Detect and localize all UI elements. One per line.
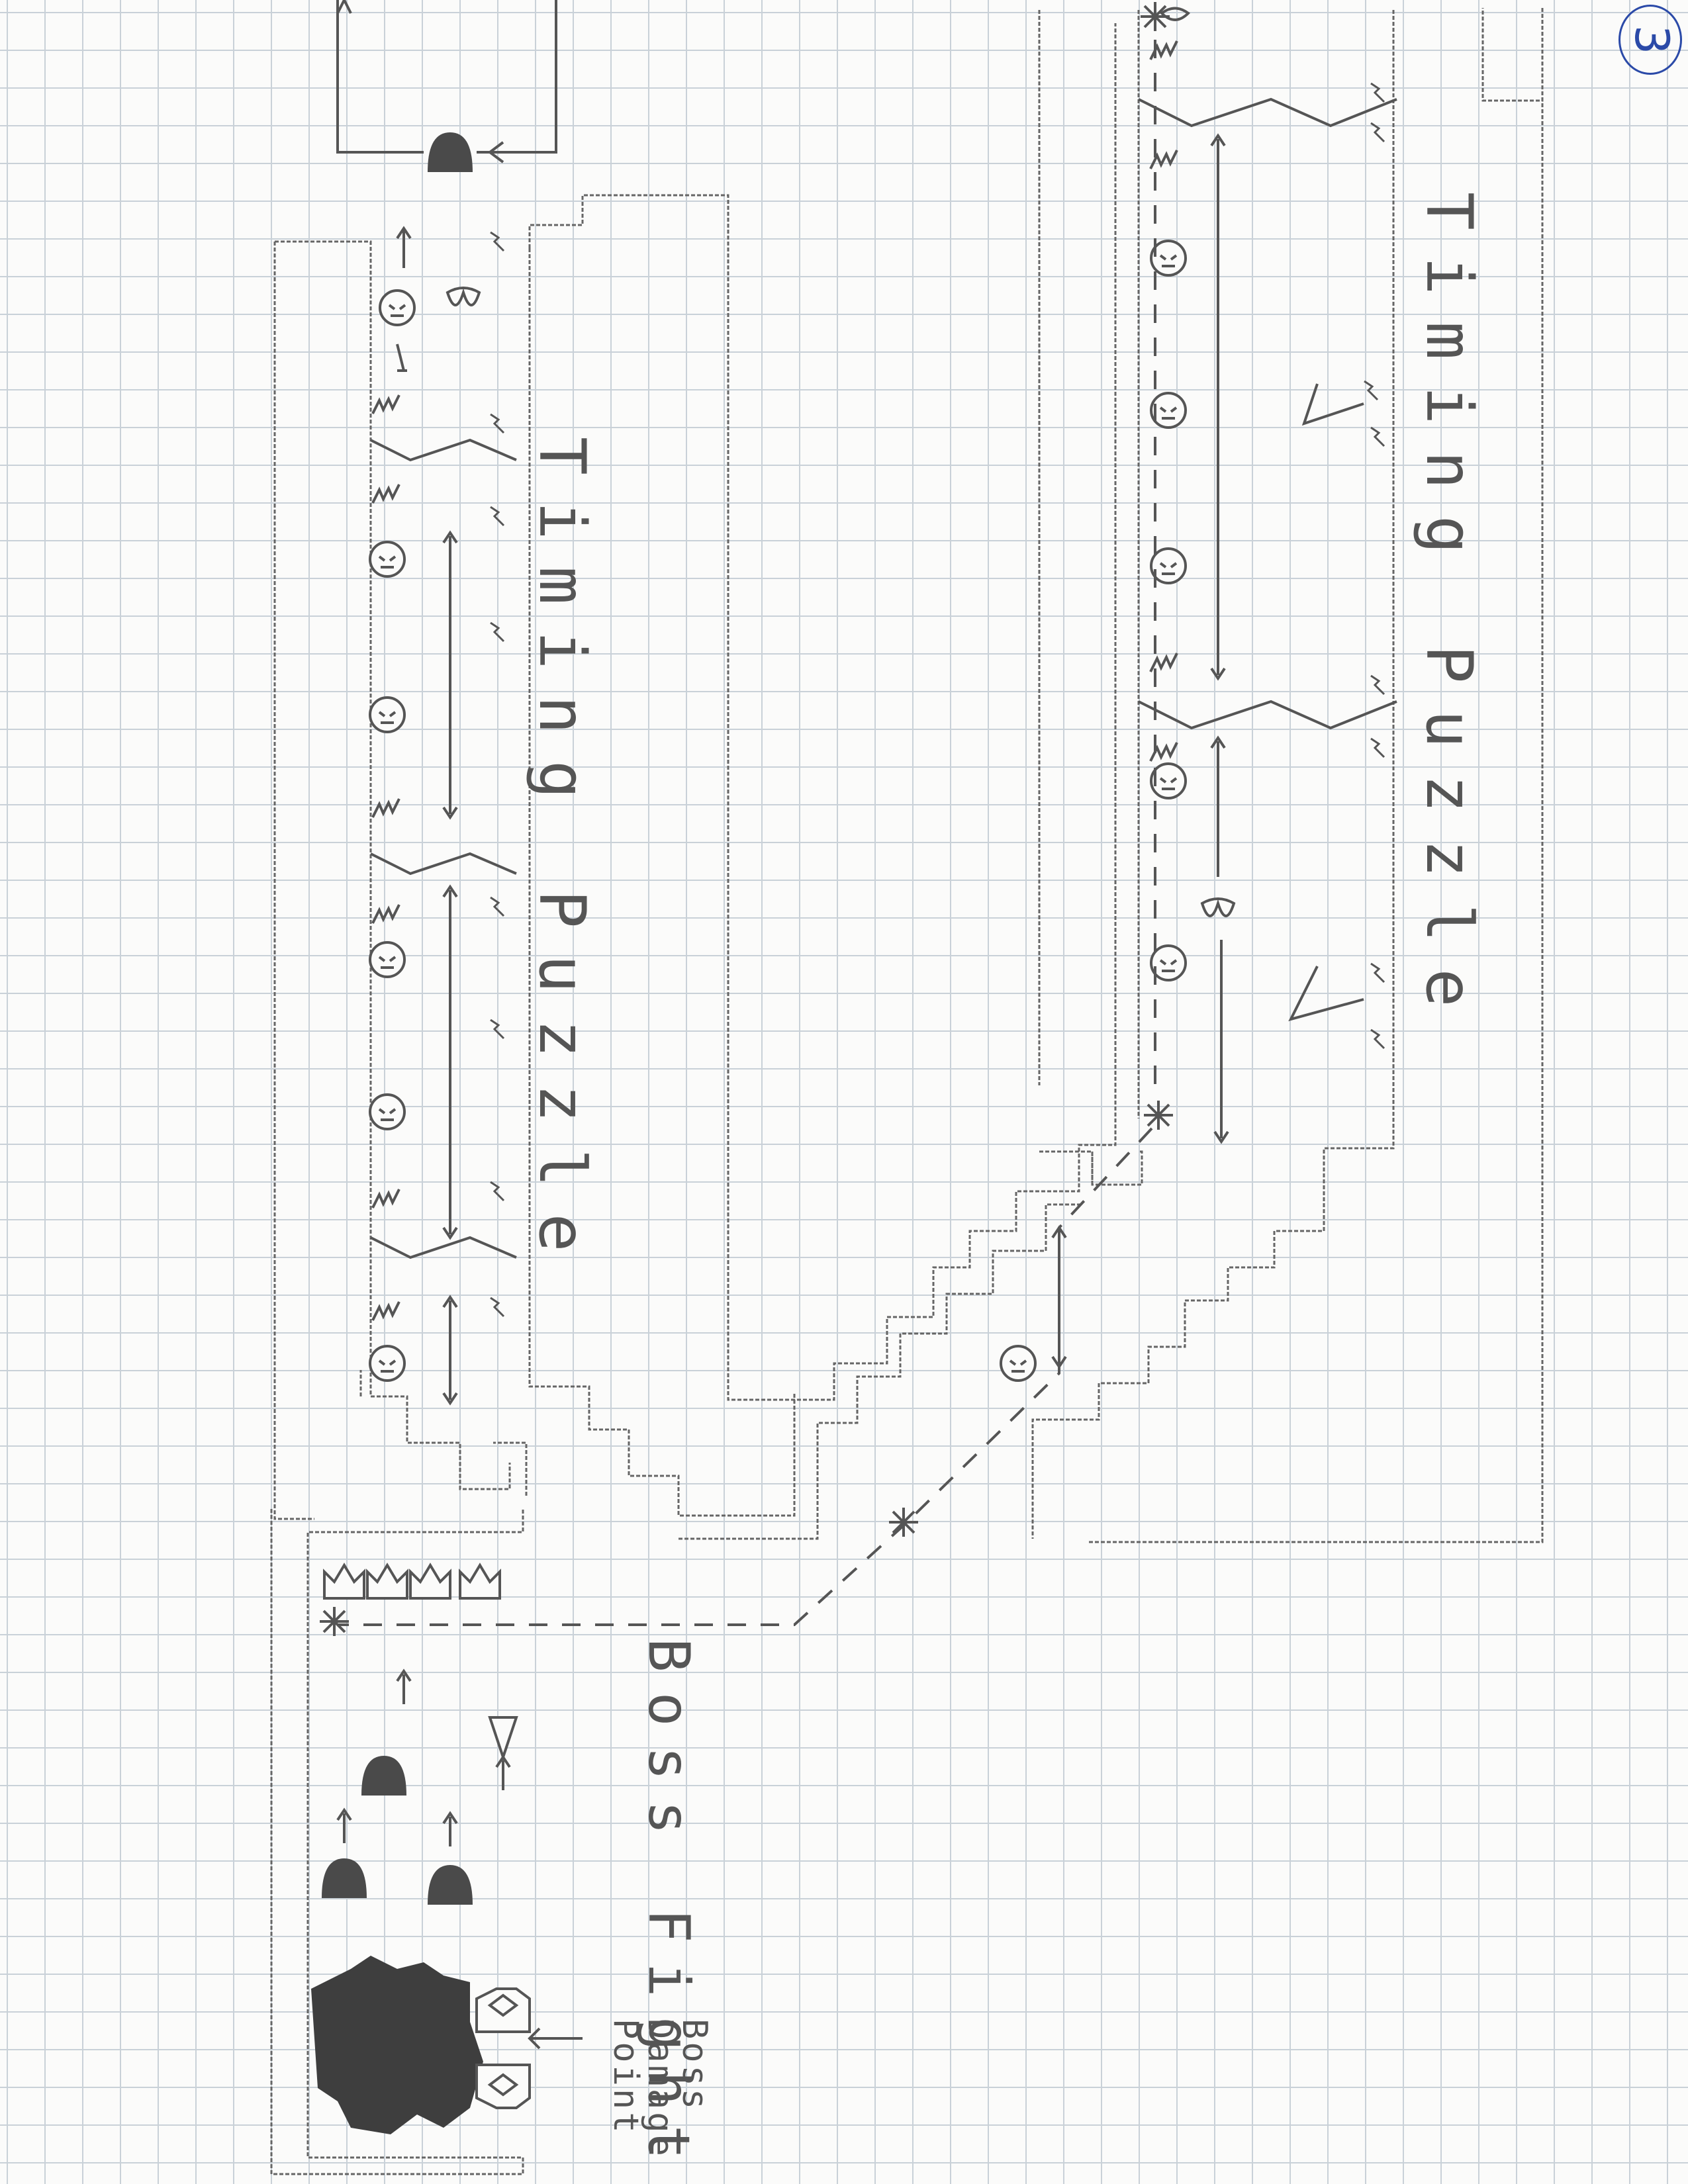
- rising-flame-icon: [322, 1858, 367, 1898]
- page-number: 3: [1618, 5, 1682, 75]
- checkpoint-star-icon: [889, 1508, 918, 1537]
- timing-puzzle-label: Timing Puzzle: [525, 437, 599, 1278]
- spike-trap-icon: [460, 1565, 500, 1598]
- boss-damage-point-label: Boss Damage Point: [608, 2019, 712, 2159]
- checkpoint-star-icon: [1144, 1101, 1173, 1130]
- right-corridor-platforms: [1053, 9, 1397, 1367]
- spike-trap-icon: [410, 1565, 450, 1598]
- boss-room-contents: [311, 1565, 583, 2134]
- boss-weakpoint-icon: [477, 1989, 530, 2108]
- left-corridor-hazards: [370, 232, 504, 1381]
- checkpoints: [320, 2, 1173, 1636]
- dashed-route: [338, 40, 1155, 1625]
- rising-flame-icon: [428, 132, 473, 172]
- spike-trap-icon: [324, 1565, 364, 1598]
- boss-icon: [311, 1956, 483, 2134]
- spike-trap-icon: [367, 1565, 407, 1598]
- rising-flame-icon: [361, 1756, 406, 1796]
- timing-puzzle-label: Timing Puzzle: [1412, 192, 1486, 1033]
- crusher-enemy-icon: [490, 1717, 516, 1757]
- rising-flame-icon: [428, 1865, 473, 1905]
- checkpoint-star-icon: [320, 1607, 349, 1636]
- right-corridor-hazards: [1001, 41, 1384, 1381]
- left-corridor: [275, 10, 1115, 1539]
- checkpoint-star-icon: [1141, 2, 1170, 31]
- left-corridor-platforms: [371, 228, 516, 1403]
